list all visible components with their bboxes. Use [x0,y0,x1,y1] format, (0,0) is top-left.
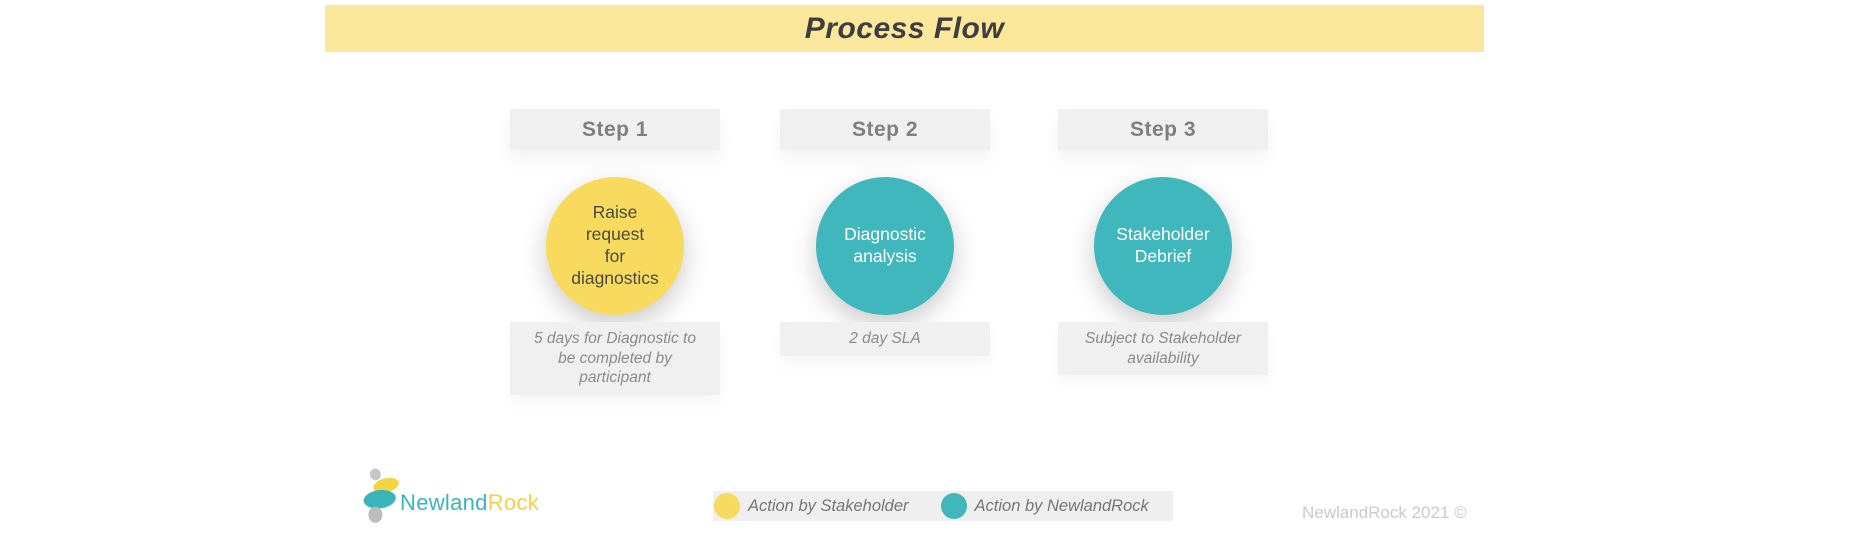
legend-stakeholder-label: Action by Stakeholder [748,496,909,515]
step-1-caption: 5 days for Diagnostic to be completed by… [510,322,720,396]
step-1-label: Step 1 [581,117,649,141]
step-1-caption-text: 5 days for Diagnostic to be completed by… [534,330,696,387]
newlandrock-logo-text: NewlandRock [400,490,539,524]
step-1-circle-text: Raise request for diagnostics [571,202,659,288]
step-2-circle: Diagnostic analysis [816,177,954,315]
step-2-caption-text: 2 day SLA [849,330,921,347]
page-title: Process Flow [804,11,1005,45]
logo-text-rock: Rock [487,490,540,515]
legend-newlandrock-label: Action by NewlandRock [974,496,1149,515]
title-banner: Process Flow [325,5,1484,52]
step-3-header: Step 3 [1058,109,1268,150]
step-3-circle: Stakeholder Debrief [1094,177,1232,315]
legend-bar: Action by Stakeholder Action by NewlandR… [713,491,1173,521]
step-2-label: Step 2 [851,117,919,141]
step-column-2: Step 2 Diagnostic analysis 2 day SLA [780,109,990,356]
step-3-label: Step 3 [1129,117,1197,141]
step-2-circle-text: Diagnostic analysis [844,224,926,266]
step-column-1: Step 1 Raise request for diagnostics 5 d… [510,109,720,396]
copyright-text: NewlandRock 2021 © [1302,503,1467,522]
newlandrock-logo-icon [363,468,399,523]
step-1-circle: Raise request for diagnostics [546,177,684,315]
legend-stakeholder-swatch-icon [714,493,740,519]
step-1-header: Step 1 [510,109,720,150]
step-3-circle-text: Stakeholder Debrief [1116,224,1210,266]
step-2-caption: 2 day SLA [780,322,990,356]
legend-newlandrock-swatch-icon [940,493,967,519]
step-3-caption: Subject to Stakeholder availability [1058,322,1268,376]
step-column-3: Step 3 Stakeholder Debrief Subject to St… [1058,109,1268,376]
step-3-caption-text: Subject to Stakeholder availability [1085,330,1241,367]
step-2-header: Step 2 [780,109,990,150]
logo-text-newland: Newland [400,490,488,515]
newlandrock-logo: NewlandRock [362,468,539,524]
